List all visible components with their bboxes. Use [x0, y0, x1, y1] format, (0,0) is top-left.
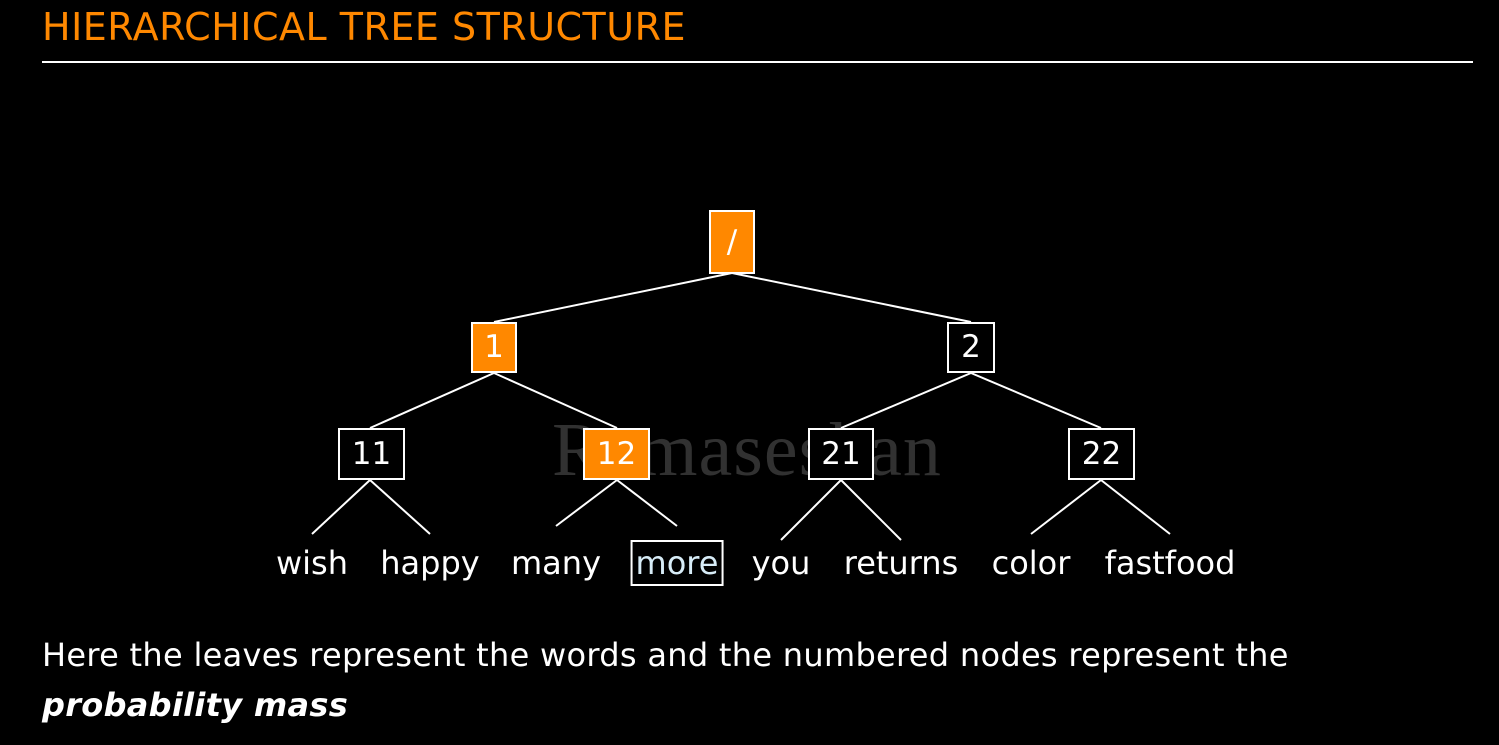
edge-12-many	[555, 479, 618, 527]
slide-title: HIERARCHICAL TREE STRUCTURE	[42, 5, 686, 49]
edge-2-21	[840, 372, 972, 429]
edge-11-wish	[311, 479, 371, 535]
edge-1-12	[493, 372, 618, 429]
edge-21-returns	[840, 479, 902, 541]
tree-node-label: 2	[961, 329, 981, 365]
edge-root-2	[731, 272, 972, 323]
tree-node-22: 22	[1068, 428, 1135, 480]
caption-text: Here the leaves represent the words and …	[42, 636, 1289, 674]
tree-node-label: 11	[351, 435, 392, 472]
edge-22-color	[1030, 479, 1102, 535]
tree-node-2: 2	[947, 322, 995, 373]
leaf-word-color: color	[991, 544, 1071, 582]
tree-node-label: 1	[484, 329, 504, 365]
leaf-word-fastfood: fastfood	[1104, 544, 1236, 582]
tree-node-root: /	[709, 210, 755, 274]
tree-node-21: 21	[808, 428, 874, 480]
tree-node-root-label: /	[726, 223, 738, 260]
tree-node-label: 21	[821, 435, 861, 472]
edge-11-happy	[369, 479, 431, 535]
slide-caption: Here the leaves represent the words and …	[42, 630, 1482, 730]
tree-node-label: 12	[596, 435, 637, 472]
title-divider	[42, 61, 1473, 63]
caption-emphasis: probability mass	[42, 686, 349, 724]
edge-2-22	[970, 372, 1102, 429]
tree-node-label: 22	[1081, 435, 1122, 472]
edge-1-11	[369, 372, 495, 429]
tree-node-1: 1	[471, 322, 517, 373]
leaf-word-happy: happy	[380, 544, 480, 582]
edge-21-you	[780, 479, 842, 541]
leaf-word-returns: returns	[843, 544, 959, 582]
leaf-word-you: you	[751, 544, 811, 582]
leaf-word-wish: wish	[275, 544, 349, 582]
leaf-word-many: many	[511, 544, 601, 582]
edge-22-fastfood	[1100, 479, 1171, 535]
edge-12-more	[616, 479, 678, 527]
leaf-word-more: more	[630, 540, 724, 586]
tree-node-12: 12	[583, 428, 650, 480]
edge-root-1	[493, 272, 733, 323]
tree-node-11: 11	[338, 428, 405, 480]
